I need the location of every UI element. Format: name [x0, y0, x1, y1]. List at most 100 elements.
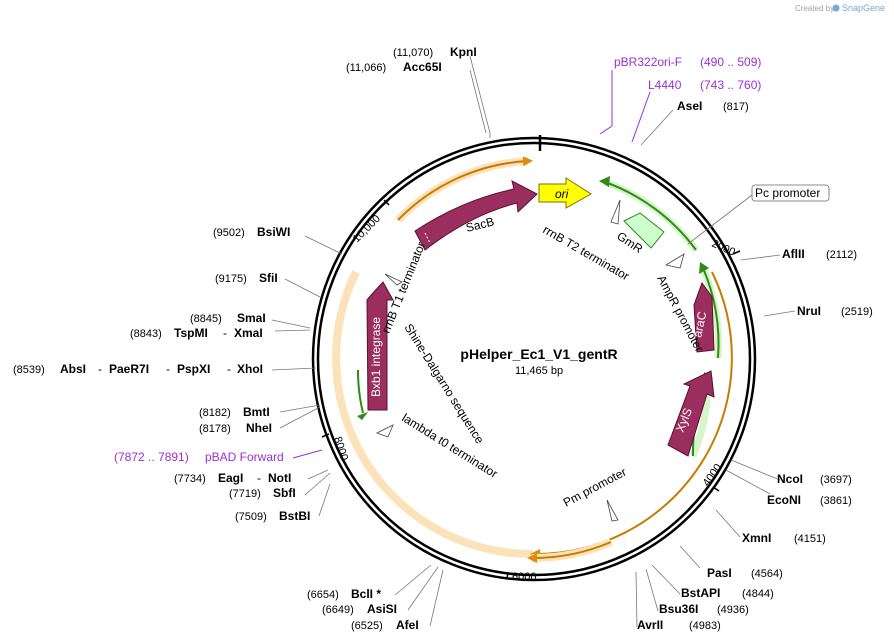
- bxb1-integrase-arrow: [366, 281, 394, 411]
- site-noti-name: NotI: [268, 471, 291, 485]
- rrnb-t2-marker: [610, 199, 621, 225]
- rrnb-t1-marker: [384, 273, 403, 286]
- orange-bands: [332, 156, 733, 564]
- site-sbfi-name: SbfI: [273, 486, 296, 500]
- green-arc-ampr: [604, 181, 697, 251]
- small-markers: [375, 199, 685, 522]
- primer-pbr322-range: (490 .. 509): [700, 55, 761, 69]
- ori-arrow: [538, 177, 592, 209]
- site-xhoi-name: XhoI: [237, 362, 263, 376]
- site-kpni-pos: (11,070): [393, 47, 433, 59]
- primer-pbad-name: pBAD Forward: [205, 450, 284, 464]
- snapgene-credit: Created by SnapGene: [795, 3, 885, 13]
- site-afei-pos: (6525): [351, 620, 383, 632]
- label-ori: ori: [555, 187, 569, 201]
- orange-band-bottom: [527, 541, 612, 564]
- green-arc-arac: [702, 267, 720, 359]
- arac-arrow: [693, 281, 715, 353]
- site-bstbi-pos: (7509): [235, 511, 267, 523]
- site-sbfi-pos: (7719): [229, 488, 261, 500]
- green-arc-bxb1: [356, 369, 364, 414]
- credit-brand: SnapGene: [842, 3, 885, 13]
- label-bxb1: Bxb1 integrase: [369, 317, 383, 397]
- label-lambda-t0: lambda t0 terminator: [399, 411, 500, 481]
- site-acc65i-name: Acc65I: [403, 60, 442, 74]
- site-sep-absi: -: [98, 362, 102, 376]
- site-paer7i-name: PaeR7I: [109, 362, 149, 376]
- site-asei-pos: (817): [723, 101, 749, 113]
- plasmid-name: pHelper_Ec1_V1_gentR: [460, 346, 617, 362]
- site-kpni-name: KpnI: [450, 45, 477, 59]
- site-ncoi-name: NcoI: [777, 472, 803, 486]
- tick-8000: 8000: [331, 435, 350, 462]
- site-pasi-pos: (4564): [751, 568, 783, 580]
- backbone-outer: [311, 136, 757, 582]
- plasmid-title: pHelper_Ec1_V1_gentR 11,465 bp: [460, 346, 617, 377]
- orange-band-top: [397, 156, 533, 221]
- site-bstapi-pos: (4844): [742, 588, 774, 600]
- site-econi-pos: (3861): [820, 495, 852, 507]
- ampr-promoter-marker: [664, 253, 685, 269]
- credit-created-by: Created by: [795, 4, 834, 13]
- pm-promoter-marker: [606, 499, 619, 522]
- site-econi-name: EcoNI: [767, 493, 801, 507]
- site-eagi-pos: (7734): [174, 473, 206, 485]
- label-pm-promoter: Pm promoter: [561, 465, 629, 510]
- site-sfii-pos: (9175): [215, 273, 247, 285]
- site-nhei-pos: (8178): [199, 423, 231, 435]
- site-avrii-pos: (4983): [689, 620, 721, 632]
- site-xmni-pos: (4151): [794, 533, 826, 545]
- site-sfii-name: SfiI: [259, 271, 278, 285]
- site-bsiwi-name: BsiWI: [257, 225, 290, 239]
- backbone-inner: [316, 141, 752, 577]
- label-rrnb-t2: rrnB T2 terminator: [541, 222, 632, 283]
- site-nrui-pos: (2519): [841, 306, 873, 318]
- site-lines: [271, 55, 796, 628]
- pc-promoter-box: [751, 184, 830, 202]
- site-bmti-name: BmtI: [243, 405, 270, 419]
- site-smai-name: SmaI: [237, 311, 266, 325]
- sacb-arrow: [414, 180, 538, 251]
- site-bsu36i-pos: (4936): [717, 604, 749, 616]
- primer-pbad-range: (7872 .. 7891): [114, 450, 189, 464]
- site-bcli-pos: (6654): [307, 589, 339, 601]
- site-sep-eagi: -: [257, 471, 261, 485]
- site-bstbi-name: BstBI: [279, 509, 310, 523]
- site-avrii-name: AvrII: [637, 618, 663, 632]
- feature-arrows: [366, 177, 715, 457]
- site-afei-name: AfeI: [396, 618, 419, 632]
- site-acc65i-pos: (11,066): [346, 62, 386, 74]
- plasmid-length: 11,465 bp: [515, 365, 563, 377]
- site-bcli-name: BclI *: [351, 587, 381, 601]
- site-xmai-name: XmaI: [234, 326, 263, 340]
- site-bsu36i-name: Bsu36I: [659, 602, 698, 616]
- site-asisi-name: AsiSI: [367, 602, 397, 616]
- site-nrui-name: NruI: [797, 304, 821, 318]
- site-xmni-name: XmnI: [742, 531, 771, 545]
- primer-l4440-name: L4440: [648, 78, 682, 92]
- site-pspxi-name: PspXI: [177, 362, 210, 376]
- gmr-arrow: [623, 212, 665, 249]
- site-sep-paer7i: -: [166, 362, 170, 376]
- site-aflii-name: AflII: [782, 247, 805, 261]
- label-arac: araC: [690, 310, 709, 339]
- site-tspmi-pos: (8843): [130, 328, 162, 340]
- tick-6000: 6000: [512, 571, 536, 583]
- site-eagi-name: EagI: [218, 471, 243, 485]
- site-labels: (11,070) KpnI (11,066) Acc65I AseI (817)…: [13, 45, 873, 632]
- primers: pBR322ori-F (490 .. 509) L4440 (743 .. 7…: [114, 55, 761, 464]
- site-asisi-pos: (6649): [322, 604, 354, 616]
- site-absi-pos: (8539): [13, 364, 45, 376]
- xyls-arrow: [667, 370, 715, 457]
- site-ncoi-pos: (3697): [820, 474, 852, 486]
- site-absi-name: AbsI: [60, 362, 86, 376]
- label-pc-promoter: Pc promoter: [755, 186, 820, 200]
- site-smai-pos: (8845): [190, 313, 222, 325]
- site-asei-name: AseI: [677, 99, 702, 113]
- lambda-t0-marker: [375, 424, 394, 438]
- site-tspmi-name: TspMI: [174, 326, 208, 340]
- snapgene-logo-icon: [832, 4, 840, 12]
- site-sep-pspxi: -: [227, 362, 231, 376]
- site-bstapi-name: BstAPI: [681, 586, 720, 600]
